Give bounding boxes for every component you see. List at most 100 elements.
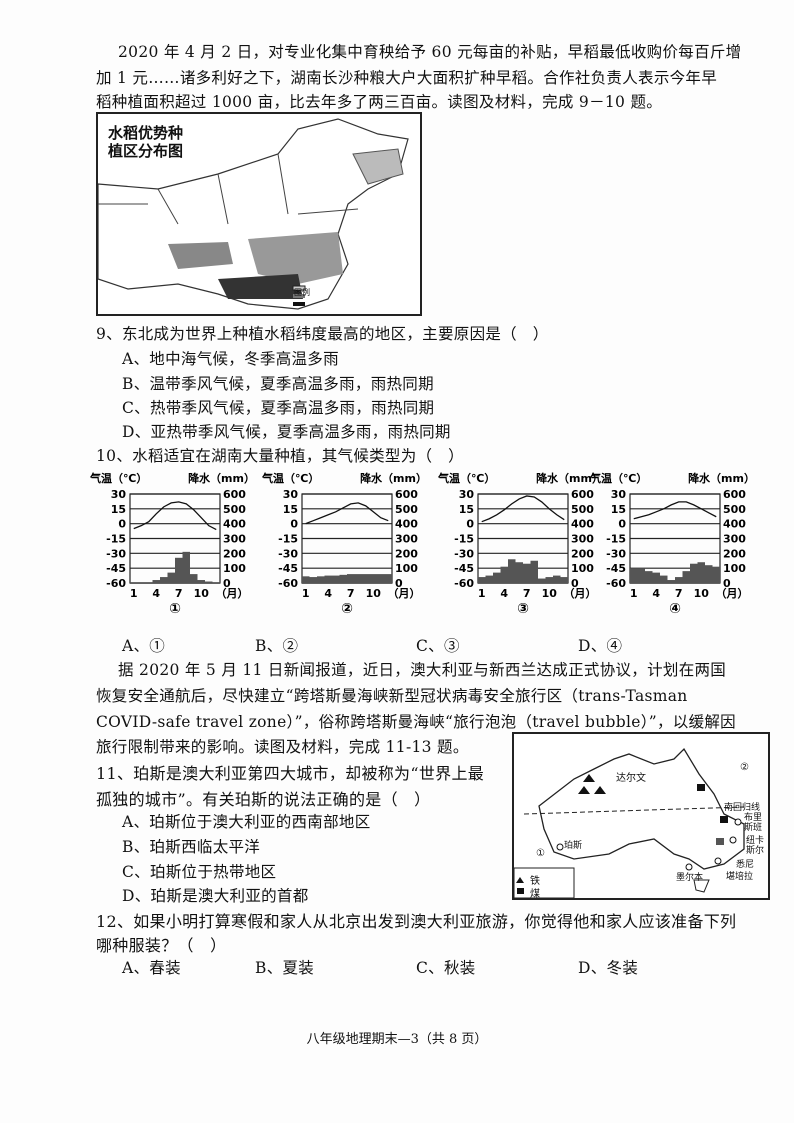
month-tick: 1	[302, 587, 310, 600]
temp-tick: 0	[466, 518, 474, 531]
precip-bar	[645, 571, 653, 583]
climograph-1: 气温（℃）降水（mm）30150-15-30-45-60600500400300…	[90, 471, 255, 617]
temp-tick: -30	[454, 547, 474, 560]
precip-tick: 600	[571, 488, 594, 501]
precip-bar	[705, 565, 713, 583]
temp-tick: 30	[283, 488, 299, 501]
intro2-line: 据 2020 年 5 月 11 日新闻报道，近日，澳大利亚与新西兰达成正式协议，…	[118, 661, 727, 679]
precip-bar	[197, 580, 205, 583]
precip-bar	[309, 577, 317, 583]
q12-option-d[interactable]: D、冬装	[578, 959, 639, 977]
map-title: 水稻优势种	[108, 124, 184, 142]
climograph-4: 气温（℃）降水（mm）30150-15-30-45-60600500400300…	[590, 471, 755, 617]
precip-tick: 500	[223, 503, 246, 516]
temp-tick: -30	[278, 547, 298, 560]
q9-option-a[interactable]: A、地中海气候，冬季高温多雨	[122, 350, 339, 368]
precip-tick: 400	[223, 518, 246, 531]
precip-tick: 0	[723, 577, 731, 590]
precip-tick: 400	[395, 518, 418, 531]
temp-tick: 30	[459, 488, 475, 501]
precip-tick: 0	[571, 577, 579, 590]
month-tick: 7	[175, 587, 183, 600]
q9-option-c[interactable]: C、热带季风气候，夏季高温多雨，雨热同期	[122, 399, 435, 417]
precip-bar	[182, 551, 190, 583]
precip-bar	[675, 577, 683, 583]
temp-tick: -15	[278, 533, 298, 546]
temp-tick: -45	[278, 562, 298, 575]
city-brisbane: 布里斯班	[744, 813, 763, 833]
precip-bar	[493, 572, 501, 583]
precip-bar	[530, 560, 538, 583]
q10-option-c[interactable]: C、③	[416, 637, 460, 655]
australia-map: 达尔文 南回归线 布里斯班 纽卡斯尔 悉尼 堪培拉 墨尔本 珀斯 ① ② 铁 煤	[512, 732, 770, 900]
temp-tick: 0	[290, 518, 298, 531]
city-sydney: 悉尼	[736, 860, 755, 870]
precip-axis-title: 降水（mm）	[360, 471, 427, 485]
map-title: 植区分布图	[108, 142, 184, 160]
precip-bar	[682, 571, 690, 583]
month-tick: 10	[366, 587, 382, 600]
q9-option-d[interactable]: D、亚热带季风气候，夏季高温多雨，雨热同期	[122, 423, 451, 441]
precip-bar	[660, 575, 668, 583]
temp-tick: -45	[454, 562, 474, 575]
q12-option-c[interactable]: C、秋装	[416, 959, 476, 977]
climograph-3: 气温（℃）降水（mm）30150-15-30-45-60600500400300…	[438, 471, 603, 617]
temp-tick: 15	[283, 503, 298, 516]
precip-bar	[212, 582, 220, 583]
precip-bar	[175, 557, 183, 583]
temp-tick: -15	[454, 533, 474, 546]
month-unit: （月）	[564, 587, 597, 600]
precip-bar	[697, 562, 705, 583]
q9-option-b[interactable]: B、温带季风气候，夏季高温多雨，雨热同期	[122, 375, 434, 393]
rice-distribution-map: 水稻优势种 植区分布图 图例	[96, 112, 422, 316]
temp-tick: 15	[111, 503, 126, 516]
precip-bar	[354, 574, 362, 583]
precip-bar	[137, 582, 145, 583]
temp-tick: 15	[611, 503, 626, 516]
precip-bar	[478, 577, 486, 583]
precip-tick: 200	[723, 547, 746, 560]
precip-bar	[384, 574, 392, 583]
month-tick: 4	[500, 587, 508, 600]
legend-title: 图例	[294, 288, 310, 297]
precip-bar	[553, 575, 561, 583]
marker-2: ②	[740, 762, 749, 773]
precip-tick: 200	[395, 547, 418, 560]
chart-label: ④	[669, 601, 681, 617]
q12-option-b[interactable]: B、夏装	[255, 959, 315, 977]
q10-option-d[interactable]: D、④	[578, 637, 623, 655]
precip-tick: 100	[723, 562, 746, 575]
q10-option-b[interactable]: B、②	[255, 637, 299, 655]
city-perth: 珀斯	[564, 841, 583, 851]
temp-tick: -60	[278, 577, 298, 590]
precip-tick: 300	[395, 533, 418, 546]
temp-axis-title: 气温（℃）	[590, 471, 647, 485]
temp-tick: 15	[459, 503, 474, 516]
q10-option-a[interactable]: A、①	[122, 637, 166, 655]
temp-tick: -45	[606, 562, 626, 575]
tropic-label: 南回归线	[724, 803, 761, 813]
q12-option-a[interactable]: A、春装	[122, 959, 181, 977]
precip-bar	[500, 566, 508, 583]
q11-option-c[interactable]: C、珀斯位于热带地区	[122, 863, 277, 881]
month-unit: （月）	[216, 587, 249, 600]
precip-bar	[339, 574, 347, 583]
chart-label: ①	[169, 601, 181, 617]
q11-option-b[interactable]: B、珀斯西临太平洋	[122, 838, 261, 856]
precip-tick: 500	[395, 503, 418, 516]
precip-axis-title: 降水（mm）	[188, 471, 255, 485]
question-10-stem: 10、水稻适宜在湖南大量种植，其气候类型为（ ）	[96, 447, 464, 465]
temp-tick: 30	[111, 488, 127, 501]
q11-option-a[interactable]: A、珀斯位于澳大利亚的西南部地区	[122, 813, 371, 831]
page-footer: 八年级地理期末—3（共 8 页）	[306, 1032, 488, 1047]
q11-option-d[interactable]: D、珀斯是澳大利亚的首都	[122, 887, 309, 905]
precip-bar	[369, 574, 377, 583]
month-unit: （月）	[388, 587, 421, 600]
temp-axis-title: 气温（℃）	[438, 471, 495, 485]
intro-line: 2020 年 4 月 2 日，对专业化集中育秧给予 60 元每亩的补贴，早稻最低…	[118, 43, 742, 61]
precip-tick: 500	[571, 503, 594, 516]
intro2-line: 旅行限制带来的影响。读图及材料，完成 11-13 题。	[96, 738, 469, 756]
precip-bar	[205, 581, 213, 583]
intro-line: 稻种植面积超过 1000 亩，比去年多了两三百亩。读图及材料，完成 9－10 题…	[96, 93, 663, 111]
